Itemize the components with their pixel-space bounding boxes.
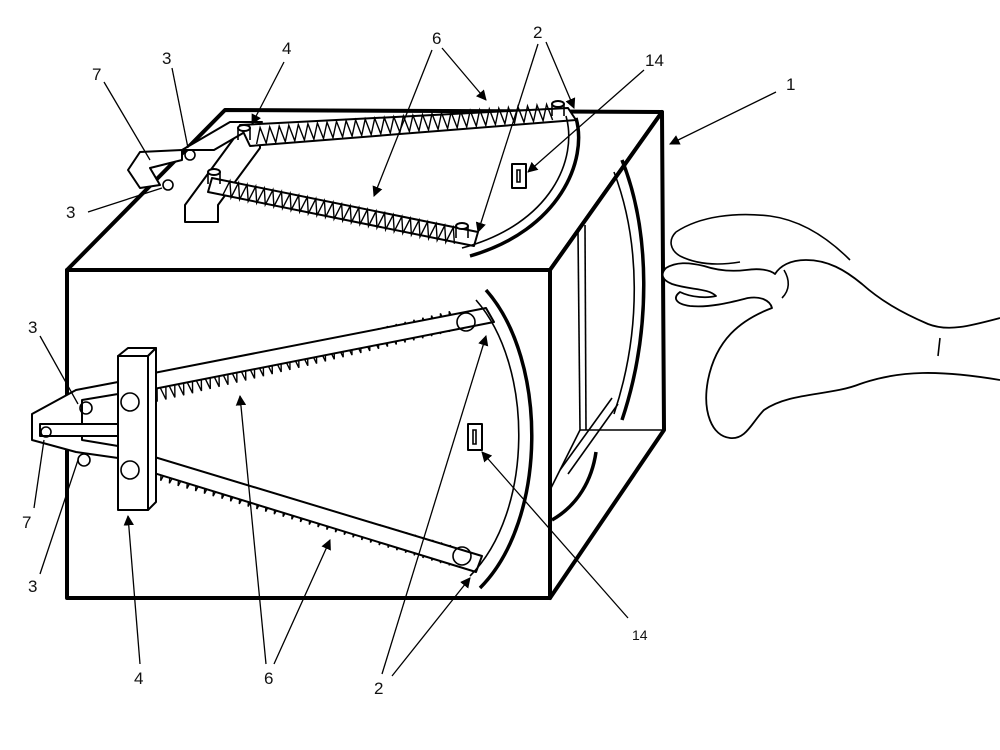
label-7-front: 7 bbox=[22, 513, 31, 532]
top-pointer bbox=[127, 149, 183, 189]
top-lower-spring bbox=[221, 178, 456, 245]
top-curved-rail bbox=[469, 117, 581, 258]
label-14-top: 14 bbox=[645, 51, 664, 70]
top-stop-tab bbox=[511, 163, 527, 189]
label-6-front: 6 bbox=[264, 669, 273, 688]
label-4-front: 4 bbox=[134, 669, 143, 688]
reference-labels: 1 2 14 6 4 3 7 3 3 7 3 4 6 2 14 bbox=[22, 23, 795, 698]
front-pointer bbox=[31, 381, 119, 459]
label-3-top-b: 3 bbox=[66, 203, 75, 222]
label-14-front: 14 bbox=[632, 627, 648, 643]
front-stop-tab bbox=[467, 423, 483, 451]
label-2-top: 2 bbox=[533, 23, 542, 42]
hand-outline bbox=[661, 259, 1000, 439]
front-pins bbox=[40, 312, 476, 566]
label-7-top: 7 bbox=[92, 65, 101, 84]
top-upper-spring bbox=[255, 101, 554, 146]
front-cross-block bbox=[117, 355, 149, 511]
right-curved-rail bbox=[620, 159, 646, 421]
label-6-top: 6 bbox=[432, 29, 441, 48]
hand bbox=[661, 213, 1000, 439]
front-curved-rail bbox=[478, 288, 534, 590]
top-pins bbox=[162, 100, 565, 238]
front-mechanism bbox=[31, 288, 534, 590]
label-2-front: 2 bbox=[374, 679, 383, 698]
label-3-front-b: 3 bbox=[28, 577, 37, 596]
label-3-top-a: 3 bbox=[162, 49, 171, 68]
label-3-front-a: 3 bbox=[28, 318, 37, 337]
label-1: 1 bbox=[786, 75, 795, 94]
leader-lines bbox=[33, 41, 777, 677]
label-4-top: 4 bbox=[282, 39, 291, 58]
